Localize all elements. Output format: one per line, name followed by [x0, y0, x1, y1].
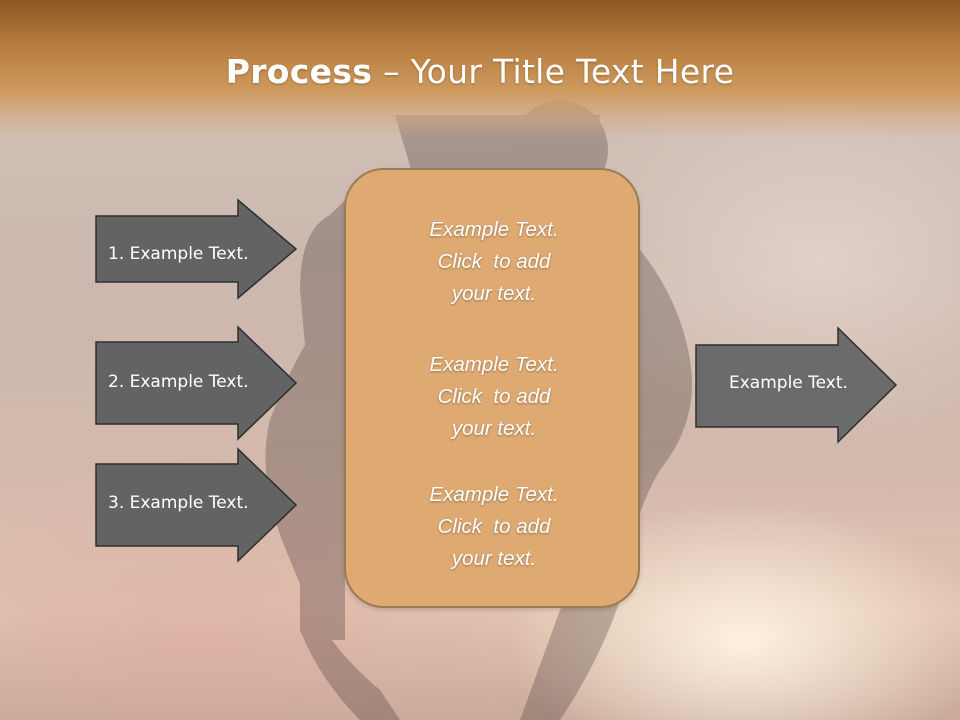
paragraph-2-line-3: your text. — [451, 417, 537, 440]
paragraph-1-line-2: Click to add — [437, 250, 551, 273]
arrow-shape-1[interactable] — [94, 198, 300, 300]
paragraph-3-line-2: Click to add — [437, 515, 551, 538]
title-band — [0, 0, 960, 140]
center-text-box[interactable]: Example Text. Click to add your text. Ex… — [344, 168, 640, 608]
arrow-label-1: 1. Example Text. — [108, 244, 249, 264]
paragraph-2-line-2: Click to add — [437, 385, 551, 408]
paragraph-3-line-1: Example Text. — [429, 483, 559, 506]
arrow-shape-3[interactable] — [94, 447, 300, 565]
title-bold: Process — [225, 52, 373, 91]
arrow-label-2: 2. Example Text. — [108, 372, 249, 392]
arrow-shape-right[interactable] — [694, 326, 900, 446]
paragraph-3-line-3: your text. — [451, 547, 537, 570]
paragraph-1-line-1: Example Text. — [429, 218, 559, 241]
paragraph-2-line-1: Example Text. — [429, 353, 559, 376]
slide-title[interactable]: Process – Your Title Text Here — [0, 52, 960, 91]
center-paragraph-3: Example Text. Click to add your text. — [346, 479, 642, 575]
center-paragraph-1: Example Text. Click to add your text. — [346, 214, 642, 310]
arrow-label-3: 3. Example Text. — [108, 493, 249, 513]
arrow-label-right: Example Text. — [729, 373, 848, 393]
arrow-shape-2[interactable] — [94, 325, 300, 441]
title-rest: – Your Title Text Here — [372, 52, 735, 91]
center-paragraph-2: Example Text. Click to add your text. — [346, 349, 642, 445]
paragraph-1-line-3: your text. — [451, 282, 537, 305]
